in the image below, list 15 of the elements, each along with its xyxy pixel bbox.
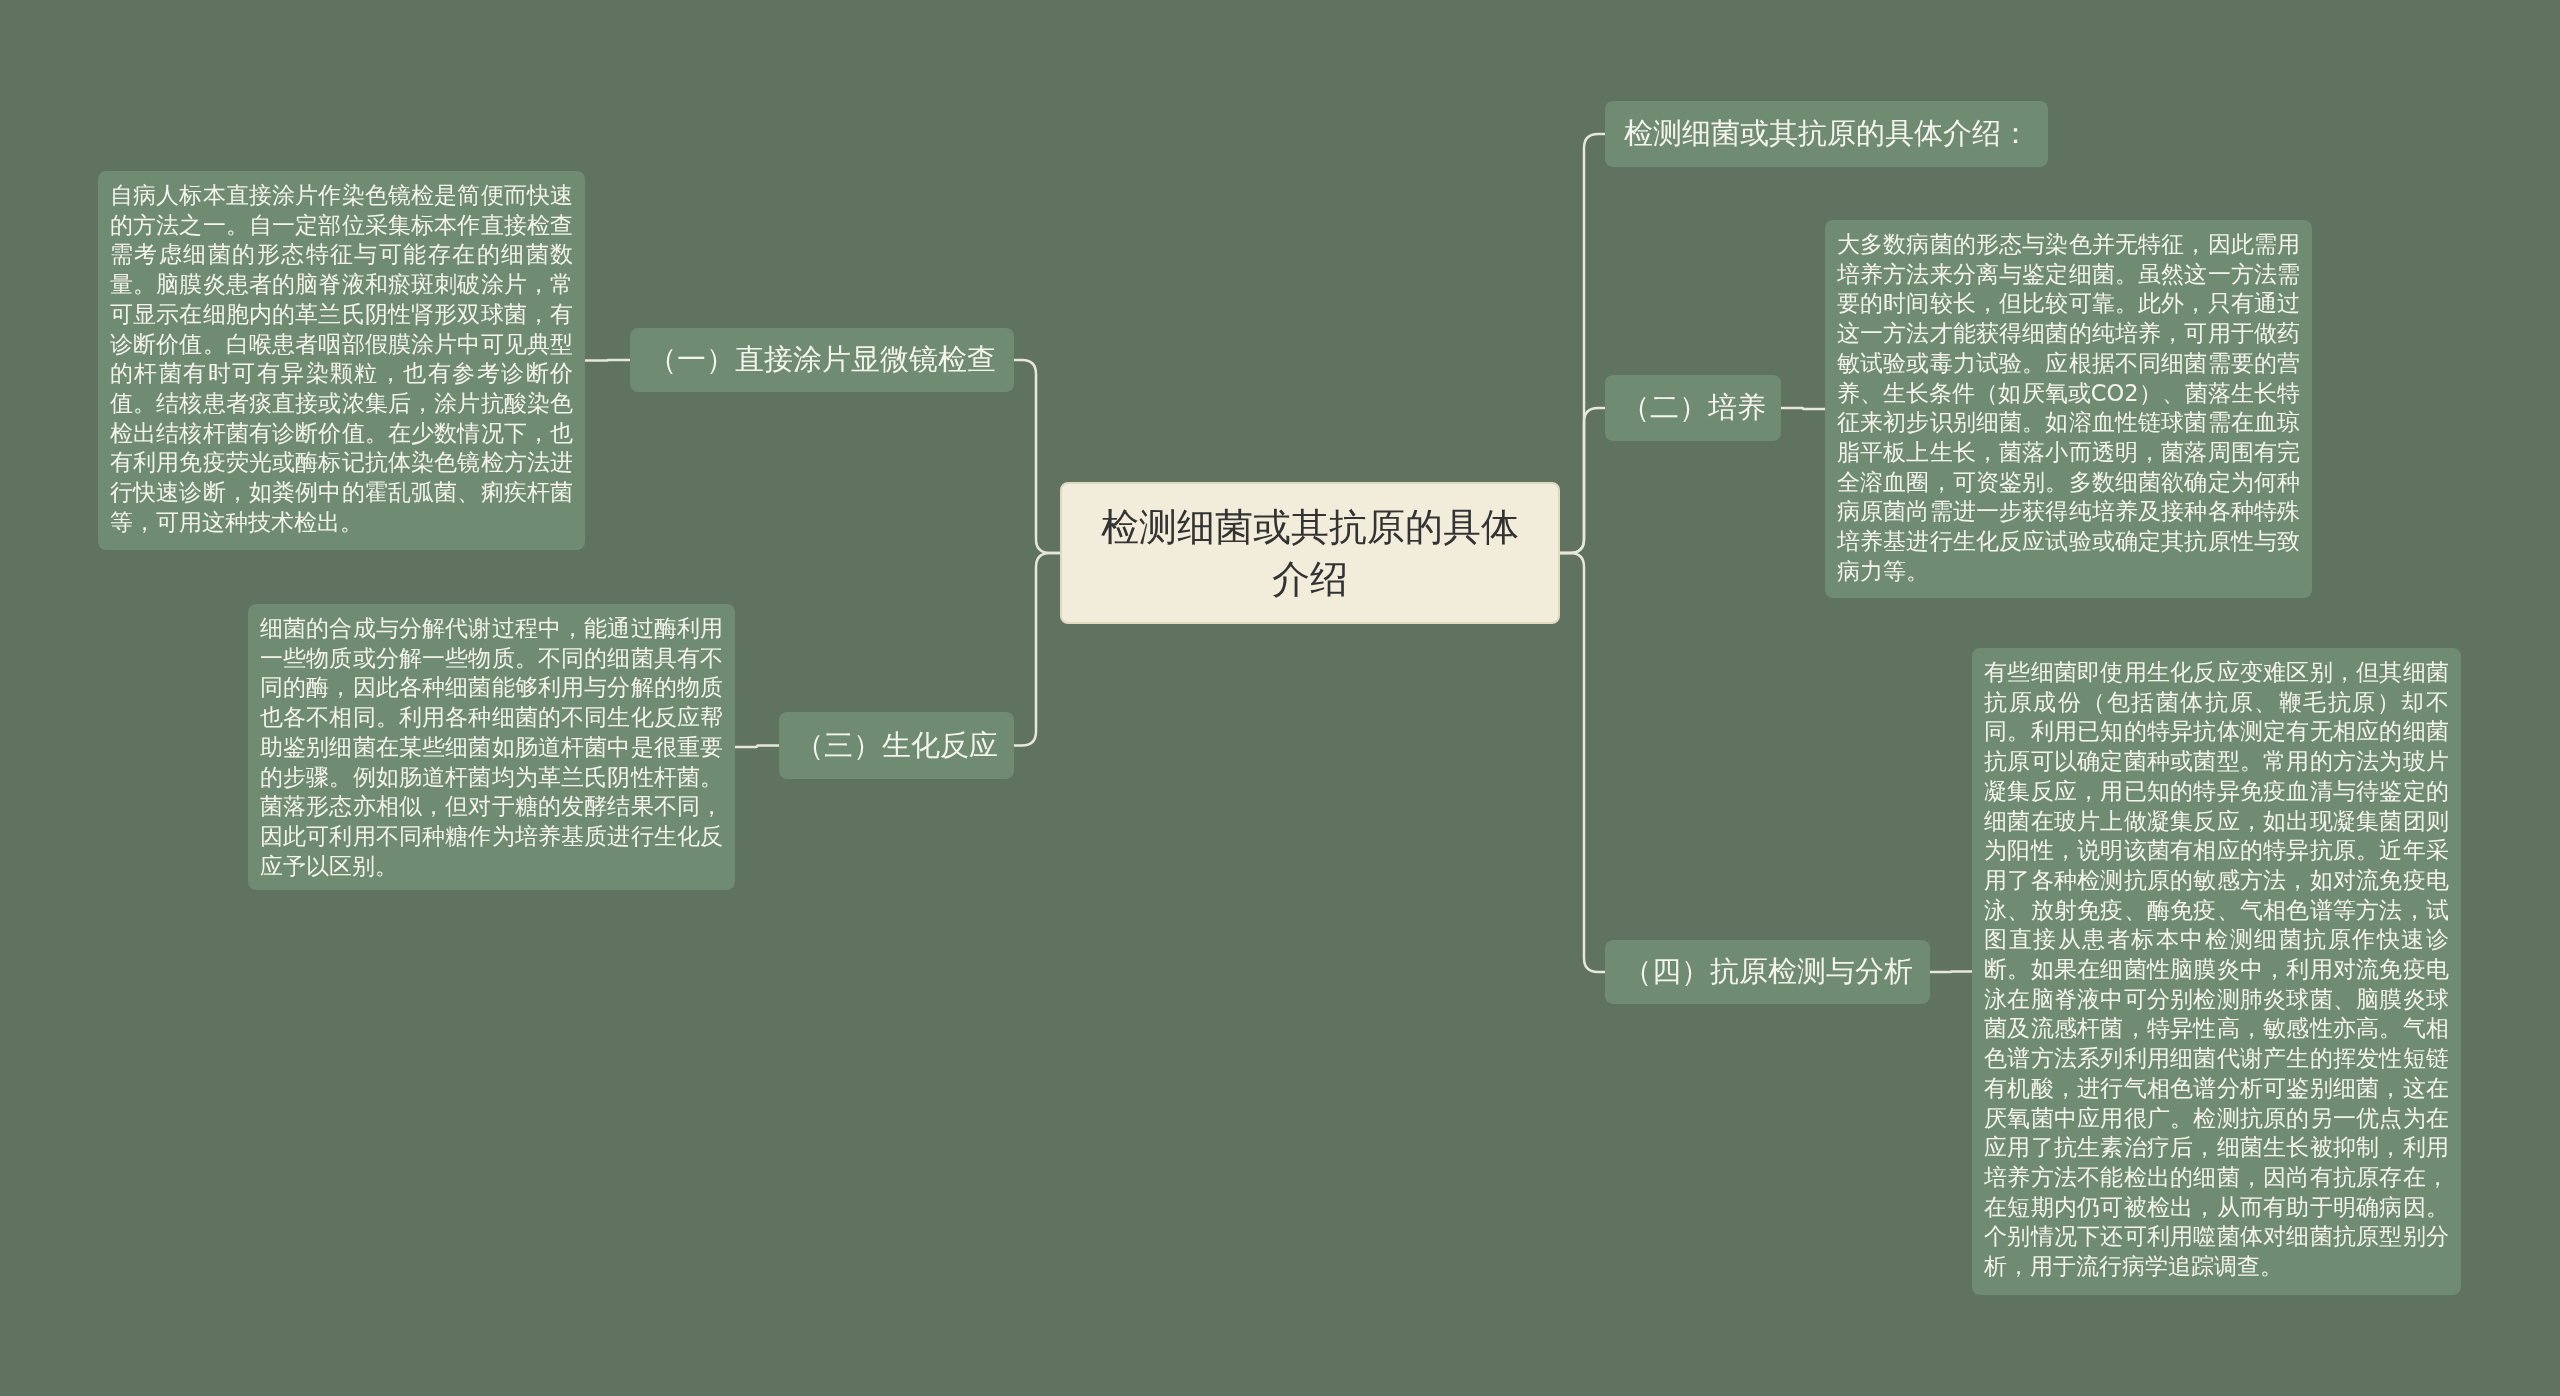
text-card: 有些细菌即使用生化反应变难区别，但其细菌抗原成份（包括菌体抗原、鞭毛抗原）却不同。利用已知的特异抗体测定有无相应的细菌抗原可以确定菌种或菌型。常用的方法为玻片凝集反应，用已知的特异免疫血清与待鉴定的细菌在玻片上做凝集反应，如出现凝集菌团则为阳性，说明该菌有相应的特异抗原。近年采用了各种检测抗原的敏感方法，如对流免疫电泳、放射免疫、酶免疫、气相色谱等方法，试图直接从患者标本中检测细菌抗原作快速诊断。如果在细菌性脑膜炎中，利用对流免疫电泳在脑脊液中可分别检测肺炎球菌、脑膜炎球菌及流感杆菌，特异性高，敏感性亦高。气相色谱方法系列利用细菌代谢产生的挥发性短链有机酸，进行气相色谱分析可鉴别细菌，这在厌氧菌中应用很广。检测抗原的另一优点为在应用了抗生素治疗后，细菌生长被抑制，利用培养方法不能检出的细菌，因尚有抗原存在，在短期内仍可被检出，从而有助于明确病因。个别情况下还可利用噬菌体对细菌抗原型别分析，用于流行病学追踪调查。: [1972, 648, 2461, 1295]
connector-line: [1930, 970, 1972, 974]
topic-box: 检测细菌或其抗原的具体介绍：: [1605, 101, 2048, 167]
connector-line: [1781, 406, 1825, 411]
topic-box: （三）生化反应: [779, 712, 1014, 779]
topic-box: （二）培养: [1605, 375, 1781, 441]
central-topic: 检测细菌或其抗原的具体介绍: [1060, 482, 1560, 624]
text-card: 自病人标本直接涂片作染色镜检是简便而快速的方法之一。自一定部位采集标本作直接检查需考虑细菌的形态特征与可能存在的细菌数量。脑膜炎患者的脑脊液和瘀斑刺破涂片，常可显示在细胞内的革兰氏阴性肾形双球菌，有诊断价值。白喉患者咽部假膜涂片中可见典型的杆菌有时可有异染颗粒，也有参考诊断价值。结核患者痰直接或浓集后，涂片抗酸染色检出结核杆菌有诊断价值。在少数情况下，也有利用免疫荧光或酶标记抗体染色镜检方法进行快速诊断，如粪例中的霍乱弧菌、痢疾杆菌等，可用这种技术检出。: [98, 171, 585, 550]
connector-line: [735, 744, 779, 749]
topic-box: （一）直接涂片显微镜检查: [630, 328, 1014, 392]
topic-box: （四）抗原检测与分析: [1605, 940, 1930, 1004]
connector-line: [585, 358, 630, 362]
connector-line: [1014, 551, 1060, 747]
text-card: 细菌的合成与分解代谢过程中，能通过酶利用一些物质或分解一些物质。不同的细菌具有不同的酶，因此各种细菌能够利用与分解的物质也各不相同。利用各种细菌的不同生化反应帮助鉴别细菌在某些细菌如肠道杆菌中是很重要的步骤。例如肠道杆菌均为革兰氏阴性杆菌。菌落形态亦相似，但对于糖的发酵结果不同，因此可利用不同种糖作为培养基质进行生化反应予以区别。: [248, 604, 735, 890]
text-card: 大多数病菌的形态与染色并无特征，因此需用培养方法来分离与鉴定细菌。虽然这一方法需要的时间较长，但比较可靠。此外，只有通过这一方法才能获得细菌的纯培养，可用于做药敏试验或毒力试验。应根据不同细菌需要的营养、生长条件（如厌氧或CO2）、菌落生长特征来初步识别细菌。如溶血性链球菌需在血琼脂平板上生长，菌落小而透明，菌落周围有完全溶血圈，可资鉴别。多数细菌欲确定为何种病原菌尚需进一步获得纯培养及接种各种特殊培养基进行生化反应试验或确定其抗原性与致病力等。: [1825, 220, 2312, 598]
